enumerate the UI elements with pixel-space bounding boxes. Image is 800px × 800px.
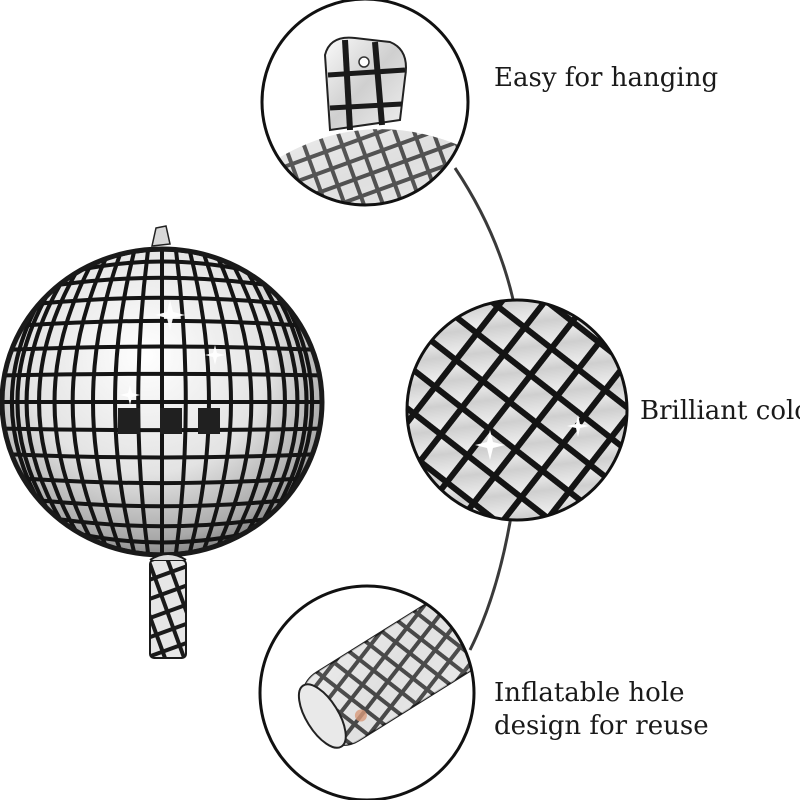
hanging-tab-detail-icon	[260, 0, 470, 207]
ball-parallel-line	[81, 532, 243, 545]
caption-brilliant-color: Brilliant color	[640, 396, 800, 426]
caption-inflatable-hole-line2: design for reuse	[494, 711, 709, 741]
inflation-valve-detail-icon	[258, 584, 476, 800]
ball-parallel-line	[39, 295, 285, 306]
ball-parallel-line	[11, 452, 313, 460]
ball-parallel-line	[39, 498, 285, 509]
caption-inflatable-hole: Inflatable hole design for reuse	[494, 677, 709, 743]
disco-ball-balloon-icon	[0, 225, 325, 659]
ball-parallel-line	[81, 259, 243, 272]
valve-stem	[149, 553, 187, 659]
ball-parallel-line	[58, 275, 266, 287]
ball-parallel-line	[23, 318, 301, 328]
ball-parallel-line	[58, 517, 266, 529]
ball-parallel-line	[11, 344, 313, 352]
caption-inflatable-hole-line1: Inflatable hole	[494, 678, 685, 708]
caption-easy-hanging: Easy for hanging	[494, 63, 719, 93]
mirror-tiles-detail-icon	[405, 298, 629, 522]
ball-parallel-line	[23, 476, 301, 486]
ball-parallel-line	[4, 371, 320, 378]
